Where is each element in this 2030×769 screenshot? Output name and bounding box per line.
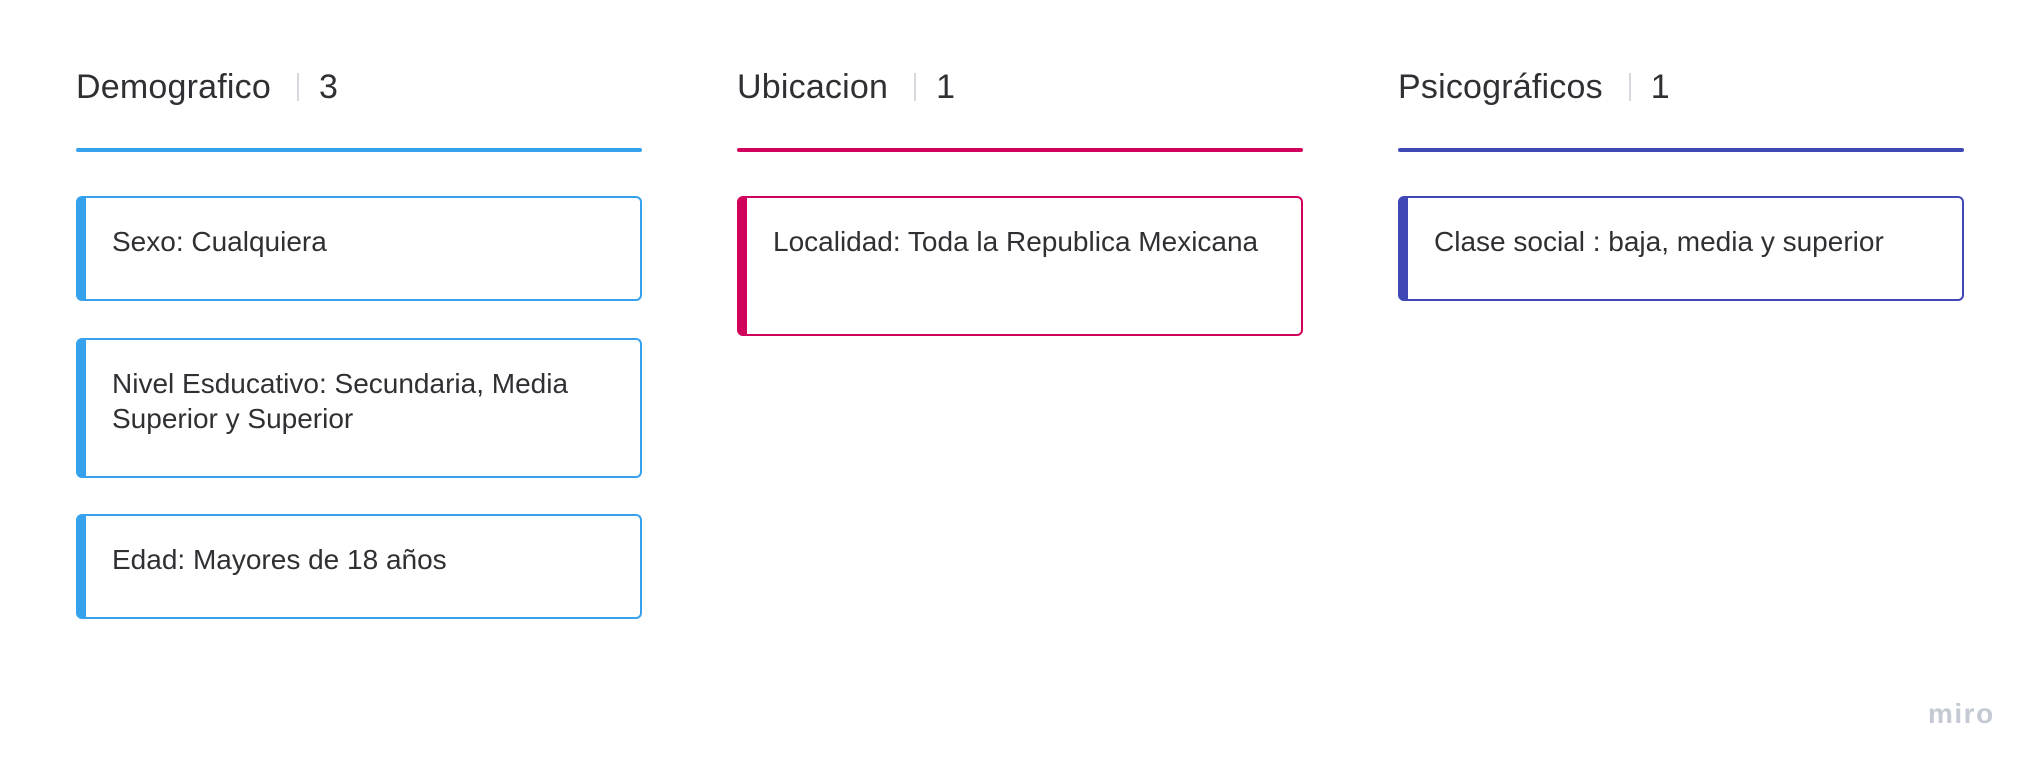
column-header: Ubicacion 1 [737, 64, 955, 110]
column-count: 3 [318, 67, 338, 106]
header-divider [296, 73, 299, 101]
card-localidad[interactable]: Localidad: Toda la Republica Mexicana [737, 196, 1303, 336]
card-text: Localidad: Toda la Republica Mexicana [773, 226, 1259, 257]
column-count: 1 [936, 67, 956, 106]
miro-logo: miro [1928, 698, 1995, 729]
header-divider [1628, 73, 1631, 101]
card-edad[interactable]: Edad: Mayores de 18 años [76, 514, 642, 619]
column-title[interactable]: Psicográficos [1398, 67, 1603, 106]
column-underline [76, 148, 642, 152]
card-text: Nivel Esducativo: Secundaria, Media Supe… [112, 368, 569, 434]
card-sexo[interactable]: Sexo: Cualquiera [76, 196, 642, 301]
column-title[interactable]: Demografico [76, 67, 271, 106]
card-nivel-educativo[interactable]: Nivel Esducativo: Secundaria, Media Supe… [76, 338, 642, 478]
column-count: 1 [1650, 67, 1670, 106]
column-header: Demografico 3 [76, 64, 338, 110]
card-text: Sexo: Cualquiera [112, 226, 327, 257]
card-text: Edad: Mayores de 18 años [112, 544, 447, 575]
column-header: Psicográficos 1 [1398, 64, 1670, 110]
header-divider [914, 73, 917, 101]
column-underline [1398, 148, 1964, 152]
card-text: Clase social : baja, media y superior [1434, 226, 1884, 257]
card-clase-social[interactable]: Clase social : baja, media y superior [1398, 196, 1964, 301]
column-title[interactable]: Ubicacion [737, 67, 889, 106]
column-underline [737, 148, 1303, 152]
